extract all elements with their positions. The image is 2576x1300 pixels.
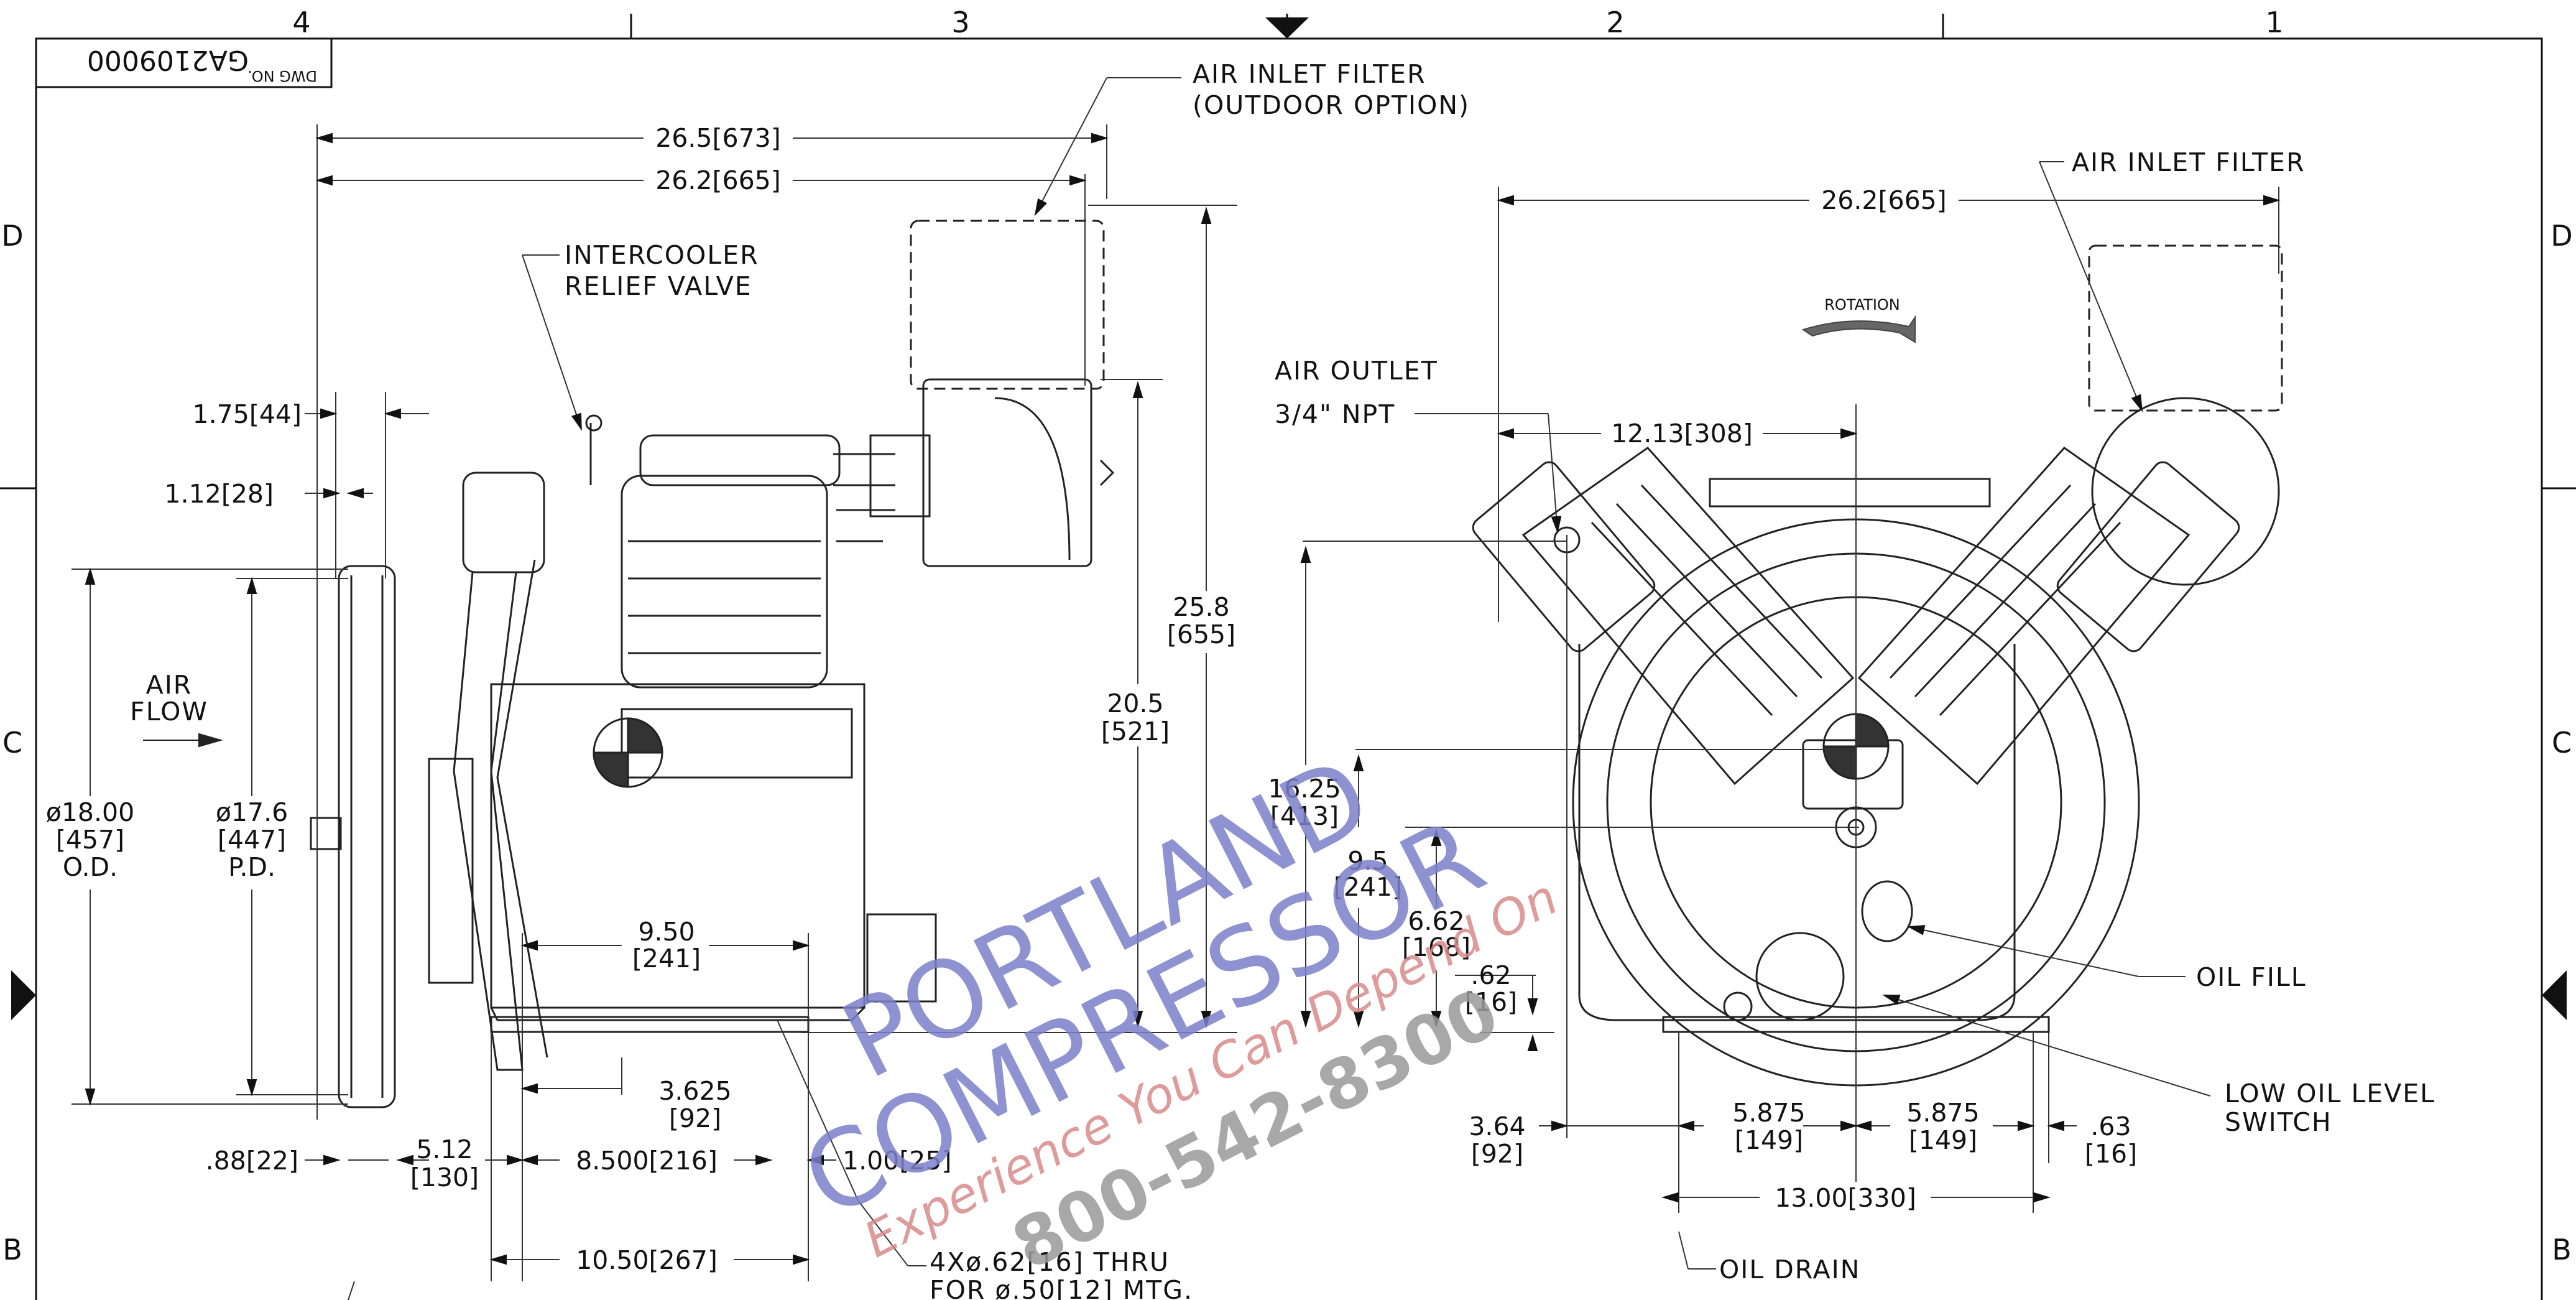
dim-height-fill: 6.62 (1408, 906, 1464, 936)
label-intercooler: INTERCOOLER (565, 240, 759, 270)
dim-height-outlet-mm: [413] (1270, 801, 1339, 831)
dim-mount-offset: 3.625 (658, 1076, 731, 1106)
dim-height-base: .62 (1470, 960, 1511, 990)
dim-pulley-offset-a: 1.75[44] (193, 399, 302, 429)
center-mark-right-icon (2542, 970, 2567, 1020)
dwg-no: GA2109000 (87, 44, 249, 76)
dim-inner-width: 26.2[665] (655, 165, 781, 195)
dim-half-span-right-mm: [149] (1909, 1125, 1977, 1155)
label-mount-holes: 4Xø.62[16] THRU (930, 1247, 1170, 1277)
label-low-oil-level: LOW OIL LEVEL (2225, 1079, 2435, 1108)
side-view-pump (310, 220, 1115, 1108)
dim-pulley-od-mm: [457] (56, 825, 124, 855)
dim-height-total: 25.8 (1173, 592, 1229, 622)
dim-pulley-od-note: O.D. (63, 852, 118, 882)
label-air-inlet-filter: AIR INLET FILTER (2072, 147, 2306, 177)
zone-1: 1 (2265, 6, 2283, 39)
watermark: PORTLAND COMPRESSOR Experience You Can D… (785, 734, 1567, 1285)
label-air-inlet-filter-outdoor-option: (OUTDOOR OPTION) (1193, 90, 1470, 120)
dim-pulley-pd-note: P.D. (228, 852, 275, 882)
center-mark-top-icon (1265, 17, 1309, 39)
side-view-dimension-lines (72, 77, 1237, 1300)
zone-3: 3 (951, 6, 969, 39)
zone-2: 2 (1606, 6, 1624, 39)
dim-front-width: 26.2[665] (1821, 185, 1947, 215)
label-air-outlet-npt: 3/4" NPT (1275, 399, 1395, 429)
label-relief-valve: RELIEF VALVE (565, 271, 752, 301)
dim-pulley-offset-b: 1.12[28] (165, 479, 274, 509)
dim-left-offset: 3.64 (1469, 1112, 1525, 1141)
label-oil-drain: OIL DRAIN (1719, 1255, 1860, 1284)
label-oil-fill: OIL FILL (2196, 962, 2307, 992)
side-view-text: AIR INLET FILTER (OUTDOOR OPTION) INTERC… (46, 59, 1470, 1300)
dim-right-edge-mm: [16] (2085, 1139, 2137, 1169)
dim-right-edge: .63 (2090, 1112, 2131, 1141)
dim-pulley-pd-mm: [447] (218, 825, 286, 855)
zone-c-left: C (2, 726, 22, 759)
zone-b-right: B (2552, 1233, 2572, 1266)
zone-c-right: C (2552, 726, 2572, 759)
dim-height-body-mm: [521] (1101, 717, 1170, 746)
zone-d-right: D (2551, 219, 2572, 253)
dim-mount-spacing: 8.500[216] (576, 1146, 718, 1176)
rotation-arrow-icon (1801, 315, 1916, 343)
label-low-oil-switch: SWITCH (2225, 1107, 2332, 1137)
dim-left-offset-mm: [92] (1471, 1139, 1523, 1169)
dim-pulley-pd: ø17.6 (216, 797, 288, 827)
dim-base-width: 9.50 (638, 917, 695, 947)
label-air-inlet-filter-outdoor: AIR INLET FILTER (1193, 59, 1426, 89)
zone-b-left: B (2, 1233, 22, 1266)
label-air-flow-air: AIR (146, 670, 193, 700)
front-view-text: AIR INLET FILTER ROTATION AIR OUTLET 3/4… (1268, 147, 2435, 1284)
dim-height-total-mm: [655] (1167, 620, 1235, 649)
label-rotation: ROTATION (1824, 296, 1900, 313)
dim-shaft-len-mm: [130] (410, 1163, 479, 1192)
dim-overall-width: 26.5[673] (655, 123, 781, 153)
front-view-dimension-lines (1300, 161, 2281, 1270)
dim-base-total: 10.50[267] (576, 1245, 718, 1275)
dim-mount-offset-mm: [92] (669, 1103, 721, 1133)
dim-belt-offset: .88[22] (206, 1146, 298, 1176)
dim-height-fill-mm: [168] (1402, 932, 1470, 962)
dim-height-base-mm: [16] (1465, 987, 1517, 1017)
dwg-no-label: DWG NO. (247, 67, 317, 85)
zone-d-left: D (1, 219, 23, 253)
center-mark-left-icon (11, 970, 36, 1020)
air-flow-arrow-icon (143, 733, 223, 748)
front-view-pump (1472, 244, 2283, 1087)
dwg-number-block: DWG NO. GA2109000 (35, 37, 333, 88)
dim-shaft-len: 5.12 (416, 1135, 473, 1164)
dim-outlet-offset: 12.13[308] (1611, 419, 1753, 448)
dim-front-base-total: 13.00[330] (1775, 1183, 1916, 1213)
dim-height-outlet: 16.25 (1268, 774, 1341, 804)
dim-height-body: 20.5 (1107, 689, 1163, 718)
label-mount-holes-bolt: FOR ø.50[12] MTG. (930, 1275, 1193, 1300)
dim-height-shaft-mm: [241] (1334, 872, 1402, 902)
dim-half-span-left-mm: [149] (1735, 1125, 1803, 1155)
zone-4: 4 (292, 6, 310, 39)
dim-half-span-left: 5.875 (1732, 1098, 1805, 1128)
label-air-outlet: AIR OUTLET (1275, 356, 1438, 386)
dim-base-edge: 1.00[25] (843, 1146, 951, 1176)
dim-height-shaft: 9.5 (1347, 846, 1388, 876)
label-air-flow-flow: FLOW (130, 697, 208, 727)
dim-half-span-right: 5.875 (1906, 1098, 1979, 1128)
dim-base-width-mm: [241] (632, 944, 701, 973)
dim-pulley-od: ø18.00 (46, 797, 134, 827)
